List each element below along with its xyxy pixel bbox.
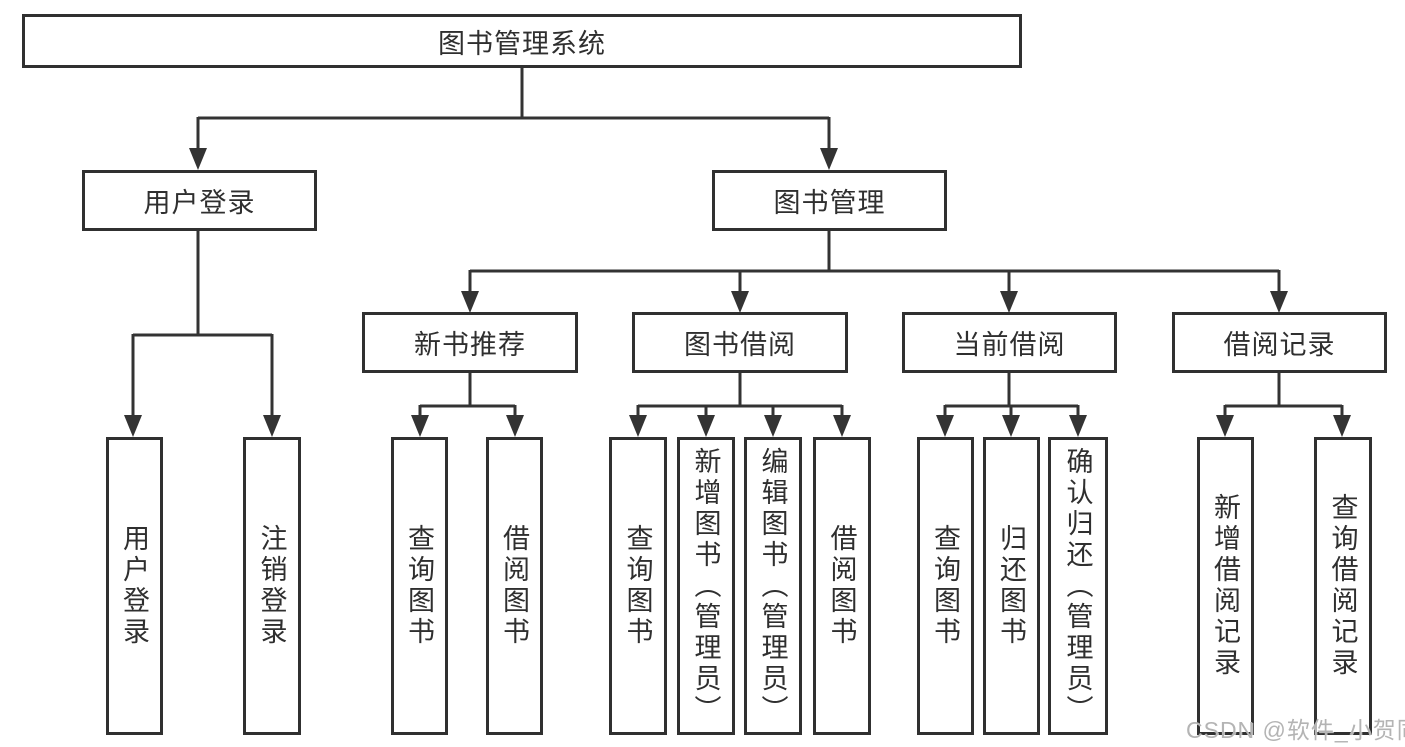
node-label: 借阅记录 [1223, 330, 1336, 360]
arrow-down-icon [731, 291, 749, 313]
leaf-confirm-return-admin: 确认归还（管理员） [1048, 437, 1108, 735]
arrow-down-icon [697, 415, 715, 437]
leaf-query-books-current: 查询图书 [917, 437, 974, 735]
arrow-down-icon [1000, 291, 1018, 313]
leaf-user-login: 用户登录 [106, 437, 163, 735]
node-label: 查询借阅记录 [1327, 493, 1358, 679]
node-label: 归还图书 [996, 524, 1026, 648]
arrow-down-icon [1002, 415, 1020, 437]
leaf-return-book: 归还图书 [983, 437, 1040, 735]
node-label: 用户登录 [119, 524, 149, 648]
node-label: 借阅图书 [499, 524, 529, 648]
leaf-query-borrow-record: 查询借阅记录 [1314, 437, 1372, 735]
node-label: 当前借阅 [953, 330, 1066, 360]
node-current-borrowing: 当前借阅 [902, 312, 1117, 373]
node-label: 图书管理 [773, 188, 886, 218]
node-label: 查询图书 [930, 524, 960, 648]
node-label: 新增图书（管理员） [690, 446, 721, 726]
arrow-down-icon [189, 148, 207, 170]
arrow-down-icon [936, 415, 954, 437]
arrow-down-icon [124, 415, 142, 437]
arrow-down-icon [1333, 415, 1351, 437]
node-label: 新增借阅记录 [1210, 493, 1240, 679]
arrow-down-icon [263, 415, 281, 437]
arrow-down-icon [506, 415, 524, 437]
node-label: 查询图书 [404, 524, 434, 648]
node-book-management: 图书管理 [712, 170, 947, 231]
leaf-query-books-recommend: 查询图书 [391, 437, 448, 735]
leaf-borrow-books: 借阅图书 [813, 437, 871, 735]
arrow-down-icon [629, 415, 647, 437]
leaf-logout: 注销登录 [243, 437, 301, 735]
node-label: 注销登录 [256, 524, 287, 648]
node-label: 借阅图书 [826, 524, 857, 648]
arrow-down-icon [1270, 291, 1288, 313]
leaf-edit-book-admin: 编辑图书（管理员） [744, 437, 802, 735]
node-label: 图书借阅 [684, 330, 796, 360]
node-user-login: 用户登录 [82, 170, 317, 231]
node-new-book-recommendation: 新书推荐 [362, 312, 578, 373]
node-book-borrowing: 图书借阅 [632, 312, 848, 373]
arrow-down-icon [1216, 415, 1234, 437]
arrow-down-icon [461, 291, 479, 313]
leaf-query-books-borrow: 查询图书 [609, 437, 667, 735]
arrowheads [124, 148, 1351, 437]
arrow-down-icon [764, 415, 782, 437]
node-label: 图书管理系统 [438, 28, 606, 59]
node-label: 编辑图书（管理员） [757, 446, 788, 726]
node-borrowing-records: 借阅记录 [1172, 312, 1387, 373]
node-label: 确认归还（管理员） [1062, 446, 1093, 726]
node-label: 查询图书 [622, 524, 653, 648]
node-label: 新书推荐 [414, 330, 526, 360]
arrow-down-icon [833, 415, 851, 437]
node-label: 用户登录 [143, 188, 256, 218]
leaf-add-book-admin: 新增图书（管理员） [677, 437, 735, 735]
arrow-down-icon [1069, 415, 1087, 437]
leaf-add-borrow-record: 新增借阅记录 [1197, 437, 1254, 735]
arrow-down-icon [820, 148, 838, 170]
arrow-down-icon [411, 415, 429, 437]
leaf-borrow-books-recommend: 借阅图书 [486, 437, 543, 735]
node-library-management-system: 图书管理系统 [22, 14, 1022, 68]
csdn-watermark: CSDN @软件_小贺同学 [1186, 717, 1405, 743]
